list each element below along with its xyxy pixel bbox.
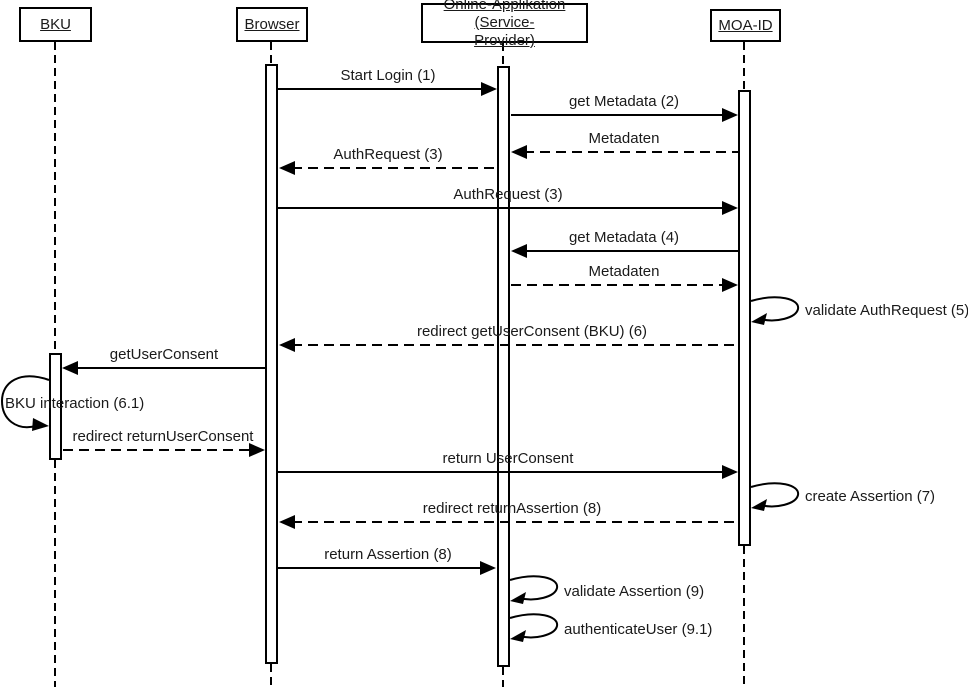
message-label-return-assertion: return Assertion (8) xyxy=(324,546,452,563)
arrowhead-right-icon xyxy=(481,82,497,96)
actor-browser: Browser xyxy=(236,7,308,42)
activation-online-applikation xyxy=(497,66,510,667)
message-line-authrequest-response xyxy=(292,167,497,169)
arrowhead-right-icon xyxy=(249,443,265,457)
actor-browser-label: Browser xyxy=(244,15,300,33)
lifeline-bku-lower xyxy=(54,460,56,687)
message-label-get-metadata-4: get Metadata (4) xyxy=(568,229,680,246)
message-line-return-assertion xyxy=(278,567,483,569)
message-line-getuserconsent xyxy=(76,367,265,369)
activation-browser xyxy=(265,64,278,664)
self-loop-bku-interaction xyxy=(0,375,50,431)
message-line-authrequest-forward xyxy=(278,207,725,209)
message-label-get-metadata-2: get Metadata (2) xyxy=(568,93,680,110)
message-line-redirect-returnassertion xyxy=(292,521,738,523)
actor-bku: BKU xyxy=(19,7,92,42)
lifeline-moa-id-lower xyxy=(743,546,745,687)
arrowhead-left-icon xyxy=(279,338,295,352)
message-label-validate-authrequest: validate AuthRequest (5) xyxy=(805,302,968,319)
arrowhead-right-icon xyxy=(722,108,738,122)
message-label-return-userconsent: return UserConsent xyxy=(442,450,574,467)
lifeline-moa-id-upper xyxy=(743,42,745,90)
arrowhead-right-icon xyxy=(722,465,738,479)
lifeline-browser-lower xyxy=(270,664,272,687)
arrowhead-left-icon xyxy=(511,145,527,159)
arrowhead-right-icon xyxy=(722,278,738,292)
message-line-get-metadata-2 xyxy=(511,114,725,116)
message-line-metadaten-2 xyxy=(511,284,725,286)
self-loop-create-assertion xyxy=(750,482,800,511)
actor-online-applikation-label-line1: Online-Applikation (Service- xyxy=(443,0,566,31)
lifeline-online-applikation-lower xyxy=(502,667,504,687)
self-loop-validate-authrequest xyxy=(750,296,800,325)
message-line-start-login xyxy=(278,88,484,90)
message-line-redirect-getuserconsent xyxy=(292,344,738,346)
message-label-redirect-returnassertion: redirect returnAssertion (8) xyxy=(422,500,602,517)
message-line-redirect-returnuserconsent xyxy=(63,449,251,451)
message-label-redirect-returnuserconsent: redirect returnUserConsent xyxy=(72,428,254,445)
self-loop-authenticateuser xyxy=(509,613,559,642)
message-label-authenticateuser: authenticateUser (9.1) xyxy=(564,621,713,638)
lifeline-browser-upper xyxy=(270,42,272,64)
message-label-bku-interaction: BKU interaction (6.1) xyxy=(5,395,145,412)
message-line-get-metadata-4 xyxy=(524,250,738,252)
actor-bku-label: BKU xyxy=(40,15,71,33)
arrowhead-left-icon xyxy=(62,361,78,375)
message-label-metadaten-1: Metadaten xyxy=(588,130,660,147)
actor-online-applikation-label-line2: Provider) xyxy=(474,32,535,49)
message-label-metadaten-2: Metadaten xyxy=(588,263,660,280)
message-label-start-login: Start Login (1) xyxy=(340,67,436,84)
self-loop-validate-assertion xyxy=(509,575,559,604)
actor-online-applikation: Online-Applikation (Service- Provider) xyxy=(421,0,588,49)
actor-moa-id-label: MOA-ID xyxy=(718,16,773,34)
message-line-metadaten-1 xyxy=(524,151,738,153)
arrowhead-left-icon xyxy=(279,515,295,529)
lifeline-bku-upper xyxy=(54,42,56,353)
activation-moa-id xyxy=(738,90,751,546)
arrowhead-right-icon xyxy=(480,561,496,575)
message-label-getuserconsent: getUserConsent xyxy=(109,346,219,363)
message-label-create-assertion: create Assertion (7) xyxy=(805,488,936,505)
arrowhead-right-icon xyxy=(722,201,738,215)
message-label-validate-assertion: validate Assertion (9) xyxy=(564,583,705,600)
actor-moa-id: MOA-ID xyxy=(710,9,781,42)
message-label-authrequest-forward: AuthRequest (3) xyxy=(453,186,563,203)
lifeline-online-applikation-upper xyxy=(502,43,504,66)
message-label-redirect-getuserconsent: redirect getUserConsent (BKU) (6) xyxy=(416,323,648,340)
message-label-authrequest-response: AuthRequest (3) xyxy=(333,146,443,163)
activation-bku xyxy=(49,353,62,460)
arrowhead-left-icon xyxy=(511,244,527,258)
arrowhead-left-icon xyxy=(279,161,295,175)
message-line-return-userconsent xyxy=(278,471,725,473)
